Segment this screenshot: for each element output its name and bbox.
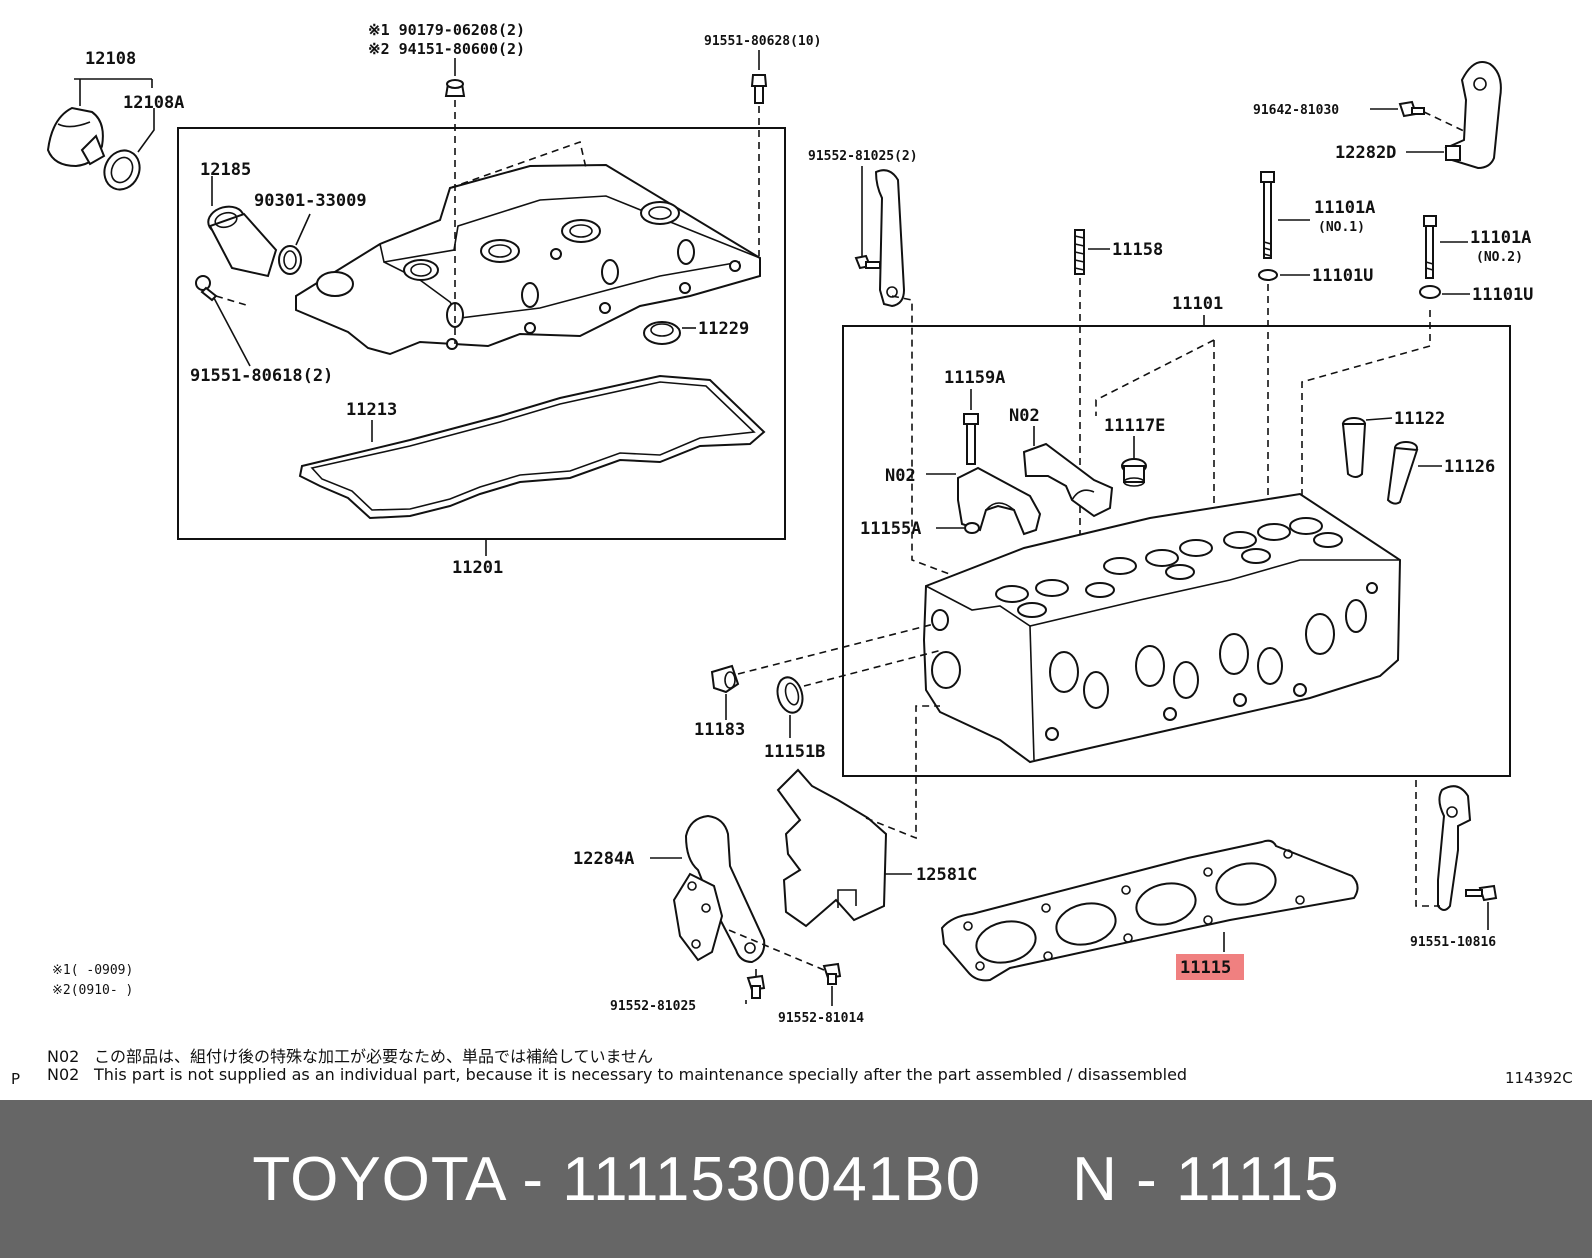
engine-hanger-12284A bbox=[672, 814, 766, 964]
note-code: N02 bbox=[47, 1047, 80, 1066]
bearing-cap-n02-lower bbox=[957, 466, 1042, 536]
callout-91552-81014: 91552-81014 bbox=[778, 1011, 864, 1026]
oil-filler-neck-12185 bbox=[207, 205, 278, 278]
bolt-91551-10816 bbox=[1465, 884, 1498, 902]
callout-91552-81025-2: 91552-81025(2) bbox=[808, 149, 918, 164]
callout-91642-81030: 91642-81030 bbox=[1253, 103, 1339, 118]
cylinder-head-11101 bbox=[922, 492, 1402, 764]
nut-90179-94151 bbox=[444, 79, 466, 97]
valve-guide-11122 bbox=[1341, 417, 1367, 478]
diagram-code: 114392C bbox=[1505, 1069, 1573, 1087]
callout-n02-upper: N02 bbox=[1009, 406, 1040, 426]
highlight-11115 bbox=[1176, 954, 1244, 980]
seal-11151B bbox=[776, 676, 804, 714]
callout-11201: 11201 bbox=[452, 558, 503, 578]
note-code: N02 bbox=[47, 1065, 80, 1084]
callout-11229: 11229 bbox=[698, 319, 749, 339]
callout-90179-06208: ※1 90179-06208(2) bbox=[368, 21, 525, 39]
note-text: この部品は、組付け後の特殊な加工が必要なため、単品では補給していません bbox=[94, 1047, 654, 1066]
o-ring-90301-33009 bbox=[278, 245, 302, 275]
cover-gasket-11213 bbox=[298, 374, 766, 520]
note-text: This part is not supplied as an individu… bbox=[94, 1065, 1188, 1084]
callout-11101: 11101 bbox=[1172, 294, 1223, 314]
callout-11117E: 11117E bbox=[1104, 416, 1165, 436]
part-number-banner: TOYOTA - 1111530041B0 N - 11115 bbox=[0, 1100, 1592, 1258]
oil-filler-gasket-12108A bbox=[103, 149, 141, 191]
bearing-cap-n02-upper bbox=[1022, 442, 1114, 518]
callout-12185: 12185 bbox=[200, 160, 251, 180]
callout-11159A: 11159A bbox=[944, 368, 1005, 388]
plug-11117E bbox=[1121, 458, 1147, 487]
oil-filler-cap-12108 bbox=[46, 106, 106, 168]
callout-90301-33009: 90301-33009 bbox=[254, 191, 367, 211]
page-marker: P bbox=[11, 1070, 21, 1088]
callout-91551-10816: 91551-10816 bbox=[1410, 935, 1496, 950]
engine-hanger-right bbox=[1437, 785, 1472, 911]
bolt-91551-80628 bbox=[750, 74, 768, 104]
callout-n02-lower: N02 bbox=[885, 466, 916, 486]
callout-12108: 12108 bbox=[85, 49, 136, 69]
bolt-91552-81025-bottom bbox=[746, 974, 766, 999]
washer-11101U-no2 bbox=[1419, 285, 1441, 299]
bracket-12282D bbox=[1444, 61, 1502, 170]
callout-91551-80618: 91551-80618(2) bbox=[190, 366, 333, 386]
washer-11101U-no1 bbox=[1258, 269, 1278, 281]
note-japanese: N02 この部品は、組付け後の特殊な加工が必要なため、単品では補給していません bbox=[47, 1043, 653, 1067]
pin-11155A bbox=[964, 522, 980, 534]
bolt-91552-81014 bbox=[822, 962, 842, 985]
seal-11229 bbox=[643, 321, 681, 345]
cylinder-head-group-box bbox=[842, 325, 1511, 777]
plug-11183 bbox=[710, 664, 740, 694]
callout-91551-80628: 91551-80628(10) bbox=[704, 34, 821, 49]
head-bolt-11101A-no2 bbox=[1423, 215, 1437, 279]
callout-11101A-no2-sub: (NO.2) bbox=[1476, 250, 1523, 265]
callout-94151-80600: ※2 94151-80600(2) bbox=[368, 40, 525, 58]
callout-11151B: 11151B bbox=[764, 742, 825, 762]
callout-11122: 11122 bbox=[1394, 409, 1445, 429]
callout-11115: 11115 bbox=[1180, 958, 1231, 978]
callout-11101A-no2: 11101A bbox=[1470, 228, 1531, 248]
stud-11158 bbox=[1074, 229, 1085, 275]
callout-12282D: 12282D bbox=[1335, 143, 1396, 163]
callout-11213: 11213 bbox=[346, 400, 397, 420]
part-number-text: TOYOTA - 1111530041B0 N - 11115 bbox=[252, 1144, 1340, 1214]
valve-guide-11126 bbox=[1386, 441, 1419, 505]
callout-12284A: 12284A bbox=[573, 849, 634, 869]
callout-11183: 11183 bbox=[694, 720, 745, 740]
callout-11158: 11158 bbox=[1112, 240, 1163, 260]
callout-11101U-no2: 11101U bbox=[1472, 285, 1533, 305]
note-english: N02 This part is not supplied as an indiv… bbox=[47, 1065, 1187, 1084]
callout-11101U-no1: 11101U bbox=[1312, 266, 1373, 286]
head-gasket-11115 bbox=[940, 839, 1359, 982]
callout-11101A-no1-sub: (NO.1) bbox=[1318, 220, 1365, 235]
cover-plate-12581C bbox=[776, 768, 888, 928]
callout-12581C: 12581C bbox=[916, 865, 977, 885]
bolt-11159A bbox=[963, 413, 979, 465]
callout-11101A-no1: 11101A bbox=[1314, 198, 1375, 218]
bolt-91552-81025-top bbox=[854, 254, 881, 270]
head-bolt-11101A-no1 bbox=[1260, 171, 1275, 259]
period-note-1: ※1( -0909) bbox=[52, 963, 133, 978]
callout-11126: 11126 bbox=[1444, 457, 1495, 477]
callout-12108A: 12108A bbox=[123, 93, 184, 113]
bolt-91551-80618 bbox=[195, 275, 218, 302]
bolt-91642-81030 bbox=[1398, 100, 1425, 118]
cylinder-head-cover bbox=[295, 163, 761, 356]
engine-hanger-top bbox=[874, 169, 906, 308]
period-note-2: ※2(0910- ) bbox=[52, 983, 133, 998]
callout-91552-81025-bottom: 91552-81025 bbox=[610, 999, 696, 1014]
callout-11155A: 11155A bbox=[860, 519, 921, 539]
parts-diagram: 12108 12108A 12185 90301-33009 91551-806… bbox=[46, 21, 1533, 1026]
valve-cover-group-box bbox=[177, 127, 786, 540]
